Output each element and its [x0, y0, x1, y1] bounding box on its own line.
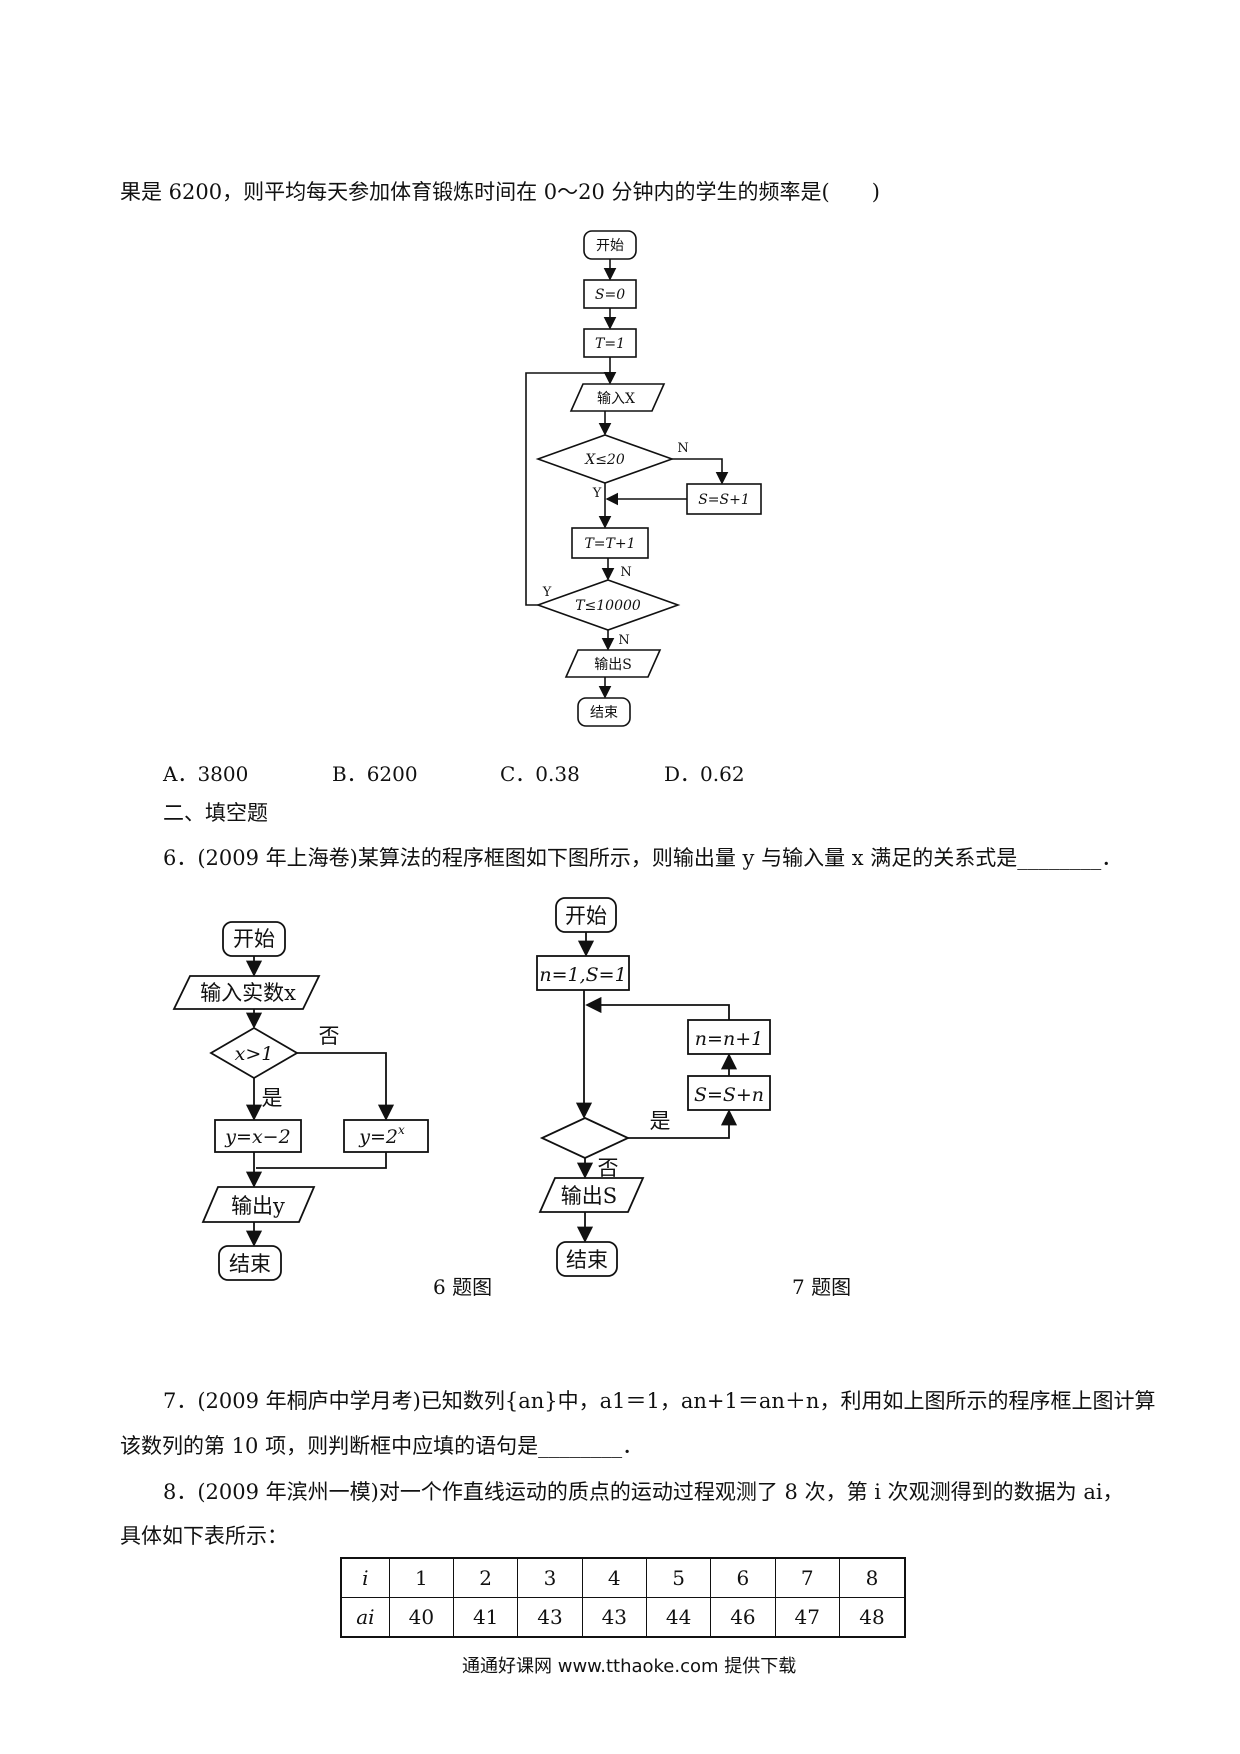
flow5-input: 输入X	[597, 391, 635, 407]
flow6-left-box-text: y=x−2	[224, 1126, 290, 1148]
flow5-n3: N	[618, 633, 629, 648]
section-title: 二、填空题	[163, 801, 268, 825]
flow7-output-box	[538, 1177, 645, 1213]
table-cell: 43	[581, 1597, 647, 1638]
footer-text: 通通好课网 www.tthaoke.com 提供下载	[462, 1656, 797, 1677]
flow6-output: 输出y	[231, 1194, 285, 1218]
flow7-yes: 是	[650, 1109, 671, 1133]
q5-option-b: B．6200	[332, 762, 418, 786]
flow5-output-box	[564, 649, 662, 678]
flow7-output: 输出S	[561, 1184, 617, 1208]
q7-line1: 7．(2009 年桐庐中学月考)已知数列{an}中，a1＝1，an+1＝an＋n…	[163, 1389, 1156, 1413]
flow6-right-box-text: y=2x	[358, 1123, 405, 1148]
flow5-n1: N	[677, 441, 688, 456]
q5-option-c: C．0.38	[500, 762, 580, 786]
flow5-y2: Y	[542, 585, 552, 600]
table-cell: 44	[645, 1597, 712, 1638]
flow5-inc-s: S=S+1	[698, 492, 750, 508]
table-row: ai 40 41 43 43 44 46 47 48	[340, 1597, 906, 1638]
q5-text: 果是 6200，则平均每天参加体育锻炼时间在 0～20 分钟内的学生的频率是( …	[120, 180, 880, 204]
flow5-y1: Y	[592, 486, 602, 501]
table-cell: 8	[838, 1557, 906, 1598]
flow6-no: 否	[319, 1024, 340, 1048]
flow5-s0: S=0	[595, 287, 625, 303]
table-cell: 1	[388, 1557, 455, 1598]
flow5-t1: T=1	[595, 336, 625, 352]
flow7-no: 否	[598, 1156, 619, 1180]
q8-line2: 具体如下表所示：	[120, 1524, 288, 1548]
flow6-yes: 是	[262, 1086, 283, 1110]
flow6-output-box	[201, 1186, 316, 1223]
table-cell: 3	[517, 1557, 583, 1598]
q5-option-a: A．3800	[163, 762, 249, 786]
flow5-n2: N	[620, 565, 631, 580]
table-cell: 48	[838, 1597, 906, 1638]
flow7-end: 结束	[566, 1248, 608, 1272]
flow6-caption: 6 题图	[433, 1275, 493, 1299]
flow5-input-box	[569, 383, 666, 412]
table-cell: 40	[388, 1597, 455, 1638]
flow7-inc-s: S=S+n	[694, 1084, 764, 1106]
flow7-cond-diamond	[539, 1117, 631, 1159]
flow6-cond: x>1	[235, 1043, 274, 1065]
q8-line1: 8．(2009 年滨州一模)对一个作直线运动的质点的运动过程观测了 8 次，第 …	[163, 1480, 1124, 1504]
flow7-start: 开始	[565, 904, 607, 928]
table-header-cell: i	[340, 1557, 390, 1598]
table-cell: 43	[517, 1597, 583, 1638]
flow6-start: 开始	[233, 927, 275, 951]
flowcharts-q6-q7: 开始 输入实数x x>1 否 是 y=x−2 y=2x 输出y 结束 开始 n=…	[172, 897, 771, 1281]
flow5-output: 输出S	[594, 657, 632, 673]
flow5-cond1: X≤20	[584, 452, 625, 468]
flow5-cond2: T≤10000	[575, 598, 641, 614]
table-row: i 1 2 3 4 5 6 7 8	[340, 1557, 906, 1598]
q7-line2: 该数列的第 10 项，则判断框中应填的语句是________．	[120, 1434, 644, 1458]
table-cell: 6	[710, 1557, 776, 1598]
flow7-init: n=1,S=1	[539, 964, 626, 986]
table-cell: 2	[453, 1557, 519, 1598]
observation-table: i 1 2 3 4 5 6 7 8 ai 40 41 43 43 44 46 4…	[340, 1557, 906, 1638]
flow5-end: 结束	[590, 705, 618, 721]
table-cell: 41	[453, 1597, 519, 1638]
table-cell: 7	[774, 1557, 840, 1598]
flow6-input: 输入实数x	[200, 981, 296, 1005]
q6-text: 6．(2009 年上海卷)某算法的程序框图如下图所示，则输出量 y 与输入量 x…	[163, 846, 1123, 870]
table-cell: 4	[581, 1557, 647, 1598]
table-header-cell: ai	[340, 1597, 390, 1638]
q5-option-d: D．0.62	[664, 762, 745, 786]
flow7-caption: 7 题图	[792, 1275, 852, 1299]
table-cell: 47	[774, 1597, 840, 1638]
flowchart-q5: 开始 S=0 T=1 输入X X≤20 N Y S=S+1 T=T+1 N T≤…	[525, 230, 762, 727]
table-cell: 5	[645, 1557, 712, 1598]
flow6-end: 结束	[229, 1252, 271, 1276]
flow5-start: 开始	[596, 238, 624, 254]
table-cell: 46	[710, 1597, 776, 1638]
flow7-inc-n: n=n+1	[695, 1028, 763, 1050]
flow6-input-box	[172, 975, 321, 1010]
flow5-inc-t: T=T+1	[584, 536, 635, 552]
